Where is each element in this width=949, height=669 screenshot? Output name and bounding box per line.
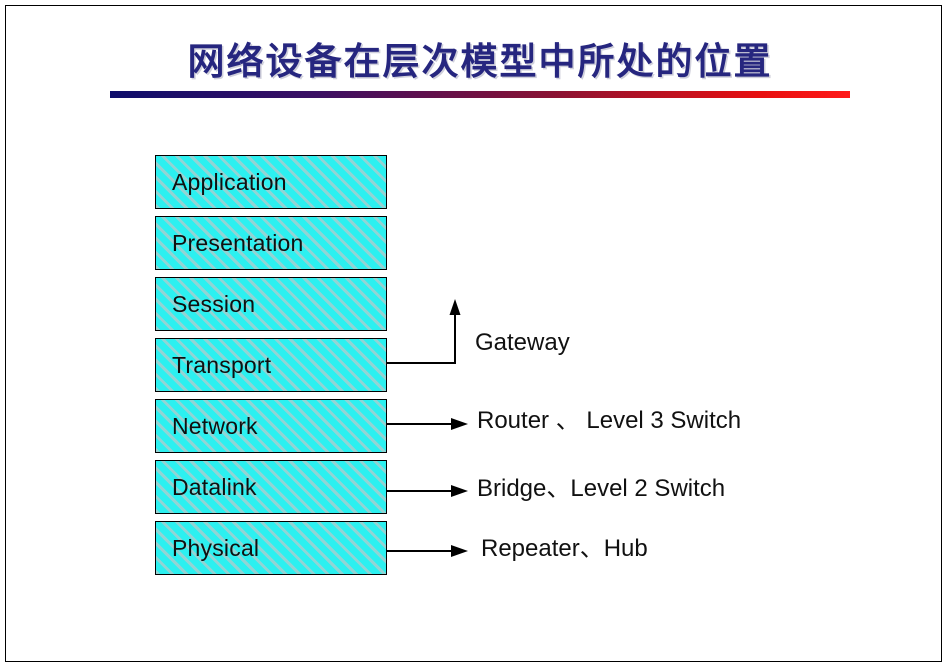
device-label-router: Router 、 Level 3 Switch (477, 407, 742, 434)
layer-label: Physical (172, 534, 260, 561)
connector-router-arrow (387, 418, 468, 430)
layer-box-transport[interactable]: Transport (155, 338, 387, 392)
osi-layer-stack: Application Presentation Session Transpo… (155, 155, 387, 582)
layer-label: Transport (172, 351, 272, 378)
page-title: 网络设备在层次模型中所处的位置 (187, 39, 773, 83)
layer-label: Application (172, 168, 287, 195)
layer-box-session[interactable]: Session (155, 277, 387, 331)
layer-box-network[interactable]: Network (155, 399, 387, 453)
layer-box-presentation[interactable]: Presentation (155, 216, 387, 270)
layer-label: Presentation (172, 229, 304, 256)
device-label-repeater: Repeater、Hub (481, 535, 648, 562)
layer-box-physical[interactable]: Physical (155, 521, 387, 575)
connector-bridge-arrow (387, 485, 468, 497)
title-block: 网络设备在层次模型中所处的位置 (110, 36, 850, 106)
connector-repeater-arrow (387, 545, 468, 557)
device-label-gateway: Gateway (475, 329, 570, 356)
layer-label: Network (172, 412, 258, 439)
device-label-bridge: Bridge、Level 2 Switch (477, 475, 726, 502)
layer-label: Datalink (172, 473, 257, 500)
layer-label: Session (172, 290, 256, 317)
title-underline-rule (110, 91, 850, 98)
connector-gateway-elbow-up-arrow (387, 299, 461, 364)
layer-box-application[interactable]: Application (155, 155, 387, 209)
layer-box-datalink[interactable]: Datalink (155, 460, 387, 514)
